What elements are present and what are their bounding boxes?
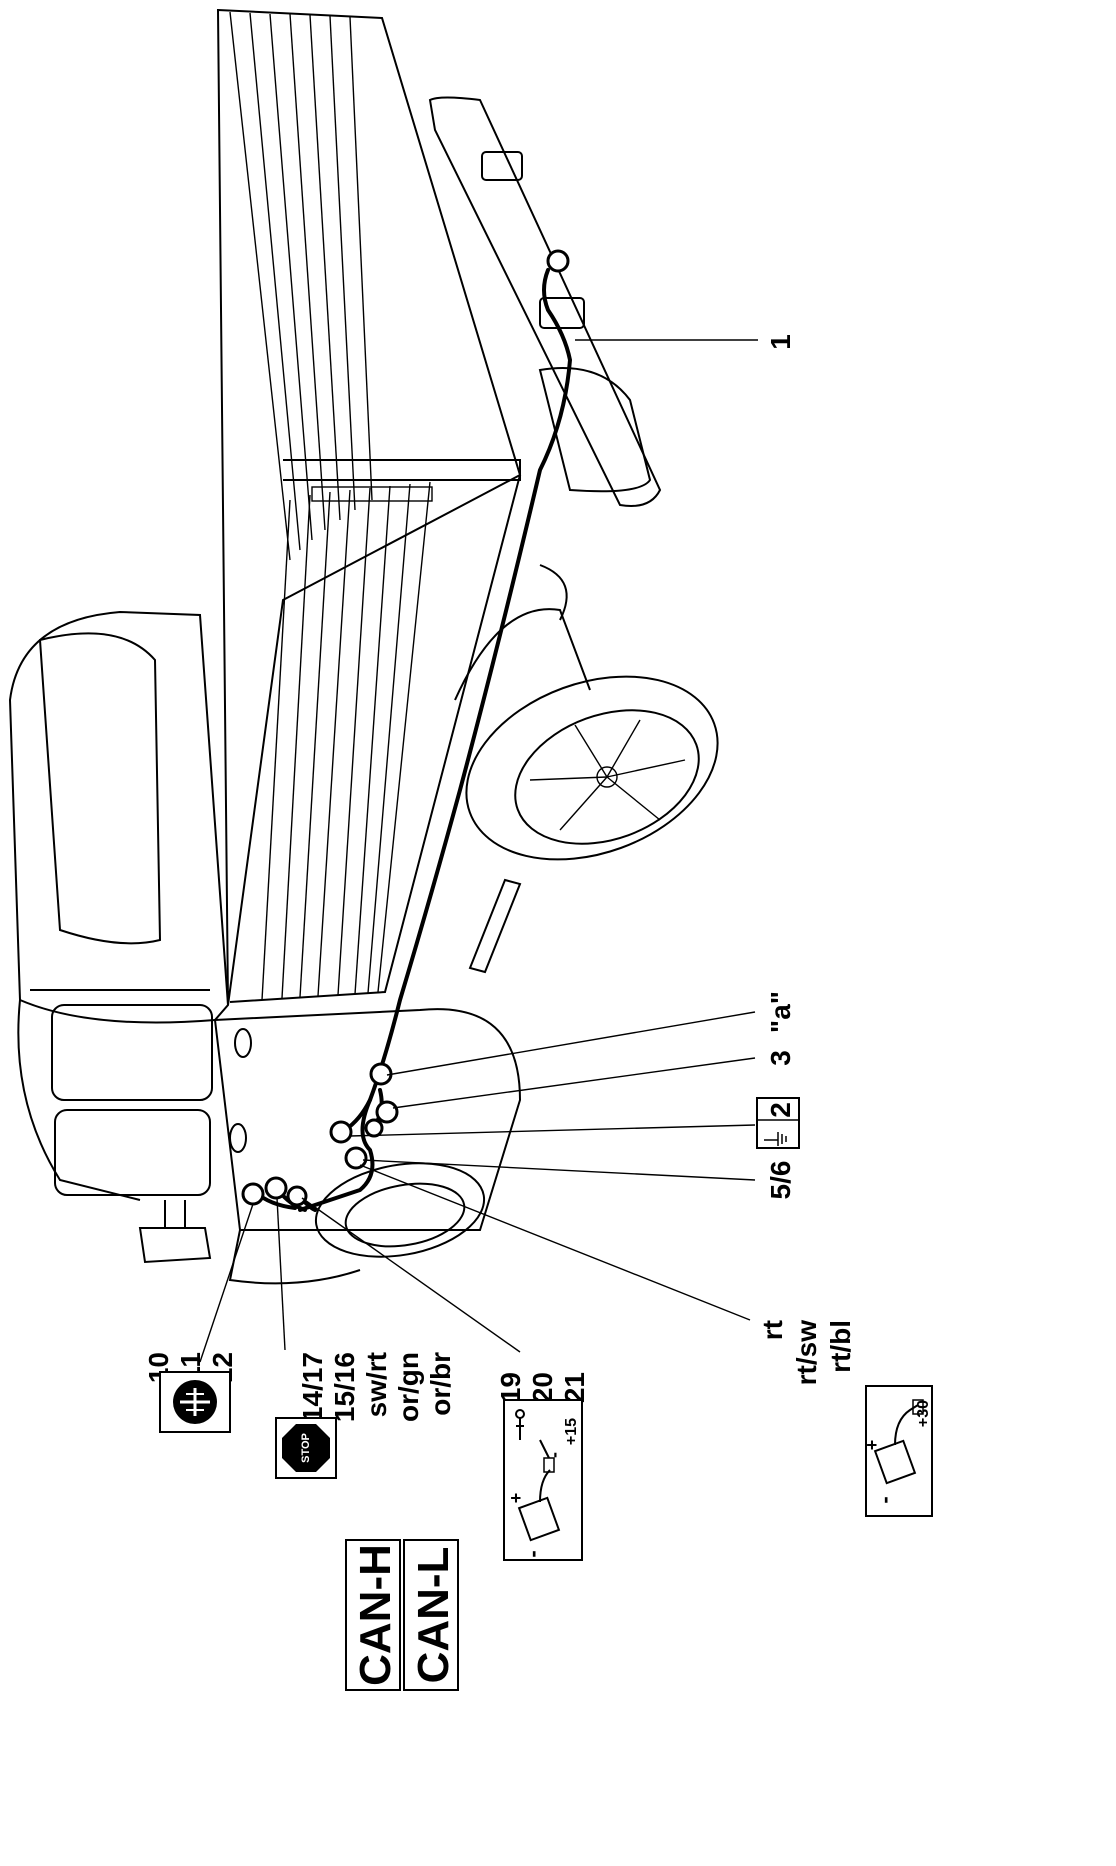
leader-lines [199,339,758,1363]
label-1: 1 [765,334,796,350]
ground-icon-box: 2 [756,1097,800,1149]
connector-1 [546,249,570,273]
svg-text:-: - [872,1496,897,1503]
svg-text:5/6: 5/6 [765,1161,796,1200]
connector-14 [264,1176,288,1200]
pickup-truck-drawing [8,8,719,1285]
svg-text:CAN-H: CAN-H [351,1544,400,1686]
svg-text:20: 20 [527,1372,558,1403]
svg-text:rt/sw: rt/sw [791,1320,822,1386]
label-19-20-21: 19 20 21 [495,1372,590,1403]
svg-text:-: - [544,1452,564,1458]
svg-text:15/16: 15/16 [329,1352,360,1422]
svg-text:3: 3 [765,1050,796,1066]
svg-text:or/br: or/br [425,1352,456,1416]
can-h-label: CAN-H [345,1539,401,1691]
stop-sign-icon: STOP [275,1417,337,1479]
svg-text:21: 21 [559,1372,590,1403]
svg-text:STOP: STOP [300,1433,312,1463]
can-l-label: CAN-L [403,1539,459,1691]
connector-19 [286,1185,308,1207]
connector-2 [329,1120,353,1144]
svg-text:+: + [862,1440,882,1451]
connector-10 [241,1182,265,1206]
ground-icon [764,1132,787,1146]
connector-3 [375,1100,399,1124]
svg-text:sw/rt: sw/rt [361,1352,392,1417]
fog-lamp-icon [159,1371,231,1433]
svg-text:CAN-L: CAN-L [409,1547,458,1684]
svg-text:rt: rt [757,1320,788,1340]
svg-text:+: + [506,1493,526,1504]
svg-text:+15: +15 [563,1418,580,1445]
connector-a [369,1062,393,1086]
svg-text:"a": "a" [765,991,796,1033]
svg-text:2: 2 [765,1102,796,1118]
connector-56 [344,1146,368,1170]
connector-2b [364,1118,384,1138]
label-rt-group: rt rt/sw rt/bl [757,1320,856,1386]
connector-markers [241,249,570,1207]
svg-text:14/17: 14/17 [297,1352,328,1422]
svg-text:+30: +30 [915,1400,932,1427]
svg-text:-: - [520,1550,545,1557]
battery-icon: + - +30 [862,1385,933,1517]
label-14-17-group: 14/17 15/16 sw/rt or/gn or/br [297,1352,456,1422]
label-a: "a" [765,991,796,1033]
label-5-6: 5/6 [765,1161,796,1200]
label-3: 3 [765,1050,796,1066]
svg-text:19: 19 [495,1372,526,1403]
svg-text:or/gn: or/gn [393,1352,424,1422]
svg-text:rt/bl: rt/bl [825,1320,856,1373]
battery-ignition-icon: + - - +15 [503,1399,583,1561]
svg-text:1: 1 [765,334,796,350]
